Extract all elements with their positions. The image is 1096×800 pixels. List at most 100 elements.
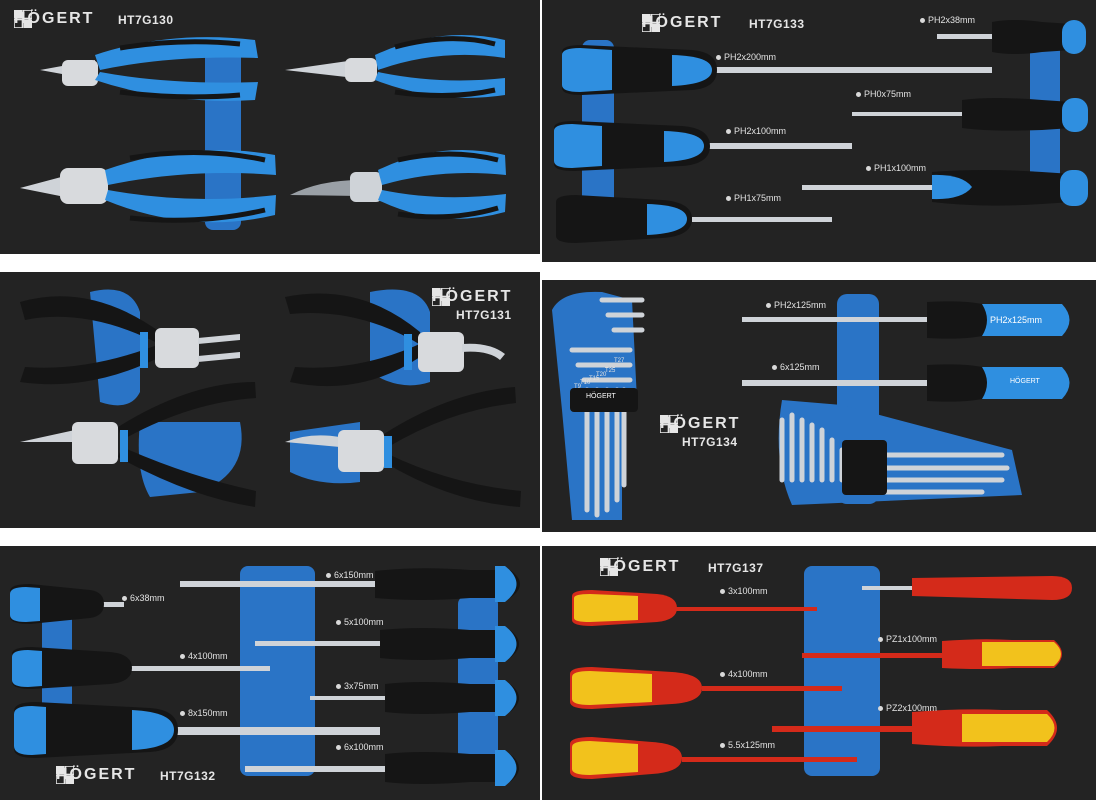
tray-ht7g133-art	[554, 20, 1088, 243]
bent-nose-pliers-tool	[290, 150, 506, 220]
circlip-pliers-tool	[285, 387, 521, 507]
torx-size-mark: T10	[580, 380, 591, 386]
tool-size-label: 8x150mm	[180, 708, 228, 718]
tool-size-label: PH1x100mm	[866, 163, 926, 173]
tool-size-label: PH2x125mm	[766, 300, 826, 310]
marker-dot-icon	[726, 195, 731, 201]
tool-size-label: 4x100mm	[720, 669, 768, 679]
tray-model-label: HT7G134	[682, 435, 738, 449]
circlip-pliers-tool	[20, 296, 240, 385]
brand-logo: HÖGERT	[56, 766, 136, 784]
tray-model-label: HT7G132	[160, 769, 216, 783]
brand-wordmark: HÖGERT	[56, 766, 137, 783]
tray-ht7g130: HÖGERT HT7G130	[0, 0, 540, 254]
tray-model-label: HT7G130	[118, 13, 174, 27]
insulated-screwdriver-tool	[570, 737, 857, 779]
screwdriver-tool	[556, 195, 832, 243]
brand-logo-icon	[642, 14, 660, 32]
screwdriver-tool	[742, 301, 1070, 339]
circlip-pliers-tool	[285, 293, 505, 387]
marker-dot-icon	[336, 619, 341, 625]
brand-wordmark: HÖGERT	[600, 558, 681, 575]
torx-size-mark: T15	[589, 376, 600, 382]
voltage-tester-tool	[862, 576, 1072, 600]
marker-dot-icon	[866, 165, 871, 171]
marker-dot-icon	[878, 636, 883, 642]
tool-size-label: 4x100mm	[180, 651, 228, 661]
marker-dot-icon	[716, 54, 721, 60]
foam-insert	[804, 566, 880, 776]
insulated-screwdriver-tool	[570, 667, 842, 709]
tool-size-label: 6x150mm	[326, 570, 374, 580]
tray-model-label: HT7G133	[749, 17, 805, 31]
marker-dot-icon	[122, 595, 127, 601]
tool-size-label: 3x100mm	[720, 586, 768, 596]
marker-dot-icon	[766, 302, 771, 308]
tool-size-label: 6x125mm	[772, 362, 820, 372]
tool-size-label: PZ1x100mm	[878, 634, 937, 644]
key-holder	[570, 388, 638, 412]
screwdriver-tool	[937, 20, 1086, 54]
tool-size-label: PH1x75mm	[726, 193, 781, 203]
screwdriver-tool	[12, 647, 270, 689]
marker-dot-icon	[326, 572, 331, 578]
tray-ht7g131: HÖGERT HT7G131	[0, 272, 540, 528]
torx-size-mark: T20	[596, 372, 607, 378]
tray-ht7g137: HÖGERT HT7G137 3x100mm PZ1x100mm 4x100mm…	[542, 546, 1096, 800]
marker-dot-icon	[336, 683, 341, 689]
tray-model-label: HT7G137	[708, 561, 764, 575]
handle-print: HÖGERT	[1010, 378, 1040, 385]
screwdriver-tool	[554, 121, 852, 171]
key-holder	[842, 440, 887, 495]
brand-logo: HÖGERT	[432, 288, 512, 306]
marker-dot-icon	[856, 91, 861, 97]
torx-size-mark: T9	[574, 384, 582, 390]
screwdriver-tool	[802, 170, 1088, 206]
tool-size-label: PH2x200mm	[716, 52, 776, 62]
brand-logo-icon	[56, 766, 74, 784]
brand-logo-icon	[432, 288, 450, 306]
screwdriver-tool	[310, 680, 519, 716]
insulated-screwdriver-tool	[772, 709, 1057, 747]
handle-print: PH2x125mm	[990, 315, 1043, 325]
screwdriver-tool	[562, 45, 992, 95]
screwdriver-tool	[742, 364, 1070, 402]
screwdriver-tool	[10, 584, 124, 624]
tray-ht7g130-art	[20, 35, 506, 230]
foam-insert	[240, 566, 315, 776]
marker-dot-icon	[180, 653, 185, 659]
marker-dot-icon	[920, 17, 925, 23]
tool-size-label: 5.5x125mm	[720, 740, 775, 750]
tray-model-label: HT7G131	[456, 308, 512, 322]
brand-logo: HÖGERT	[642, 14, 722, 32]
tray-ht7g137-art	[570, 566, 1072, 779]
brand-logo: HÖGERT	[660, 415, 740, 433]
tool-size-label: 3x75mm	[336, 681, 379, 691]
insulated-screwdriver-tool	[572, 590, 817, 626]
tool-size-label: PH2x100mm	[726, 126, 786, 136]
brand-logo-icon	[600, 558, 618, 576]
brand-wordmark: HÖGERT	[660, 415, 741, 432]
marker-dot-icon	[720, 671, 725, 677]
tray-ht7g131-art	[20, 289, 521, 507]
tool-size-label: PH0x75mm	[856, 89, 911, 99]
brand-logo-icon	[14, 10, 32, 28]
screwdriver-tool	[180, 566, 520, 602]
marker-dot-icon	[180, 710, 185, 716]
screwdriver-tool	[245, 750, 519, 786]
tray-ht7g132-art	[10, 566, 520, 786]
marker-dot-icon	[336, 744, 341, 750]
brand-wordmark: HÖGERT	[432, 288, 513, 305]
screwdriver-tool	[852, 98, 1088, 132]
marker-dot-icon	[772, 364, 777, 370]
screwdriver-tool	[255, 626, 519, 662]
torx-size-mark: T25	[605, 368, 616, 374]
insulated-screwdriver-tool	[802, 639, 1062, 669]
combination-pliers-tool	[20, 150, 276, 223]
tool-size-label: 5x100mm	[336, 617, 384, 627]
brand-logo: HÖGERT	[600, 558, 680, 576]
screwdriver-tool	[14, 702, 380, 758]
tool-size-label: PH2x38mm	[920, 15, 975, 25]
long-nose-pliers-tool	[285, 35, 505, 99]
tray-ht7g132: 6x38mm 6x150mm 5x100mm 4x100mm 3x75mm 8x…	[0, 546, 540, 800]
